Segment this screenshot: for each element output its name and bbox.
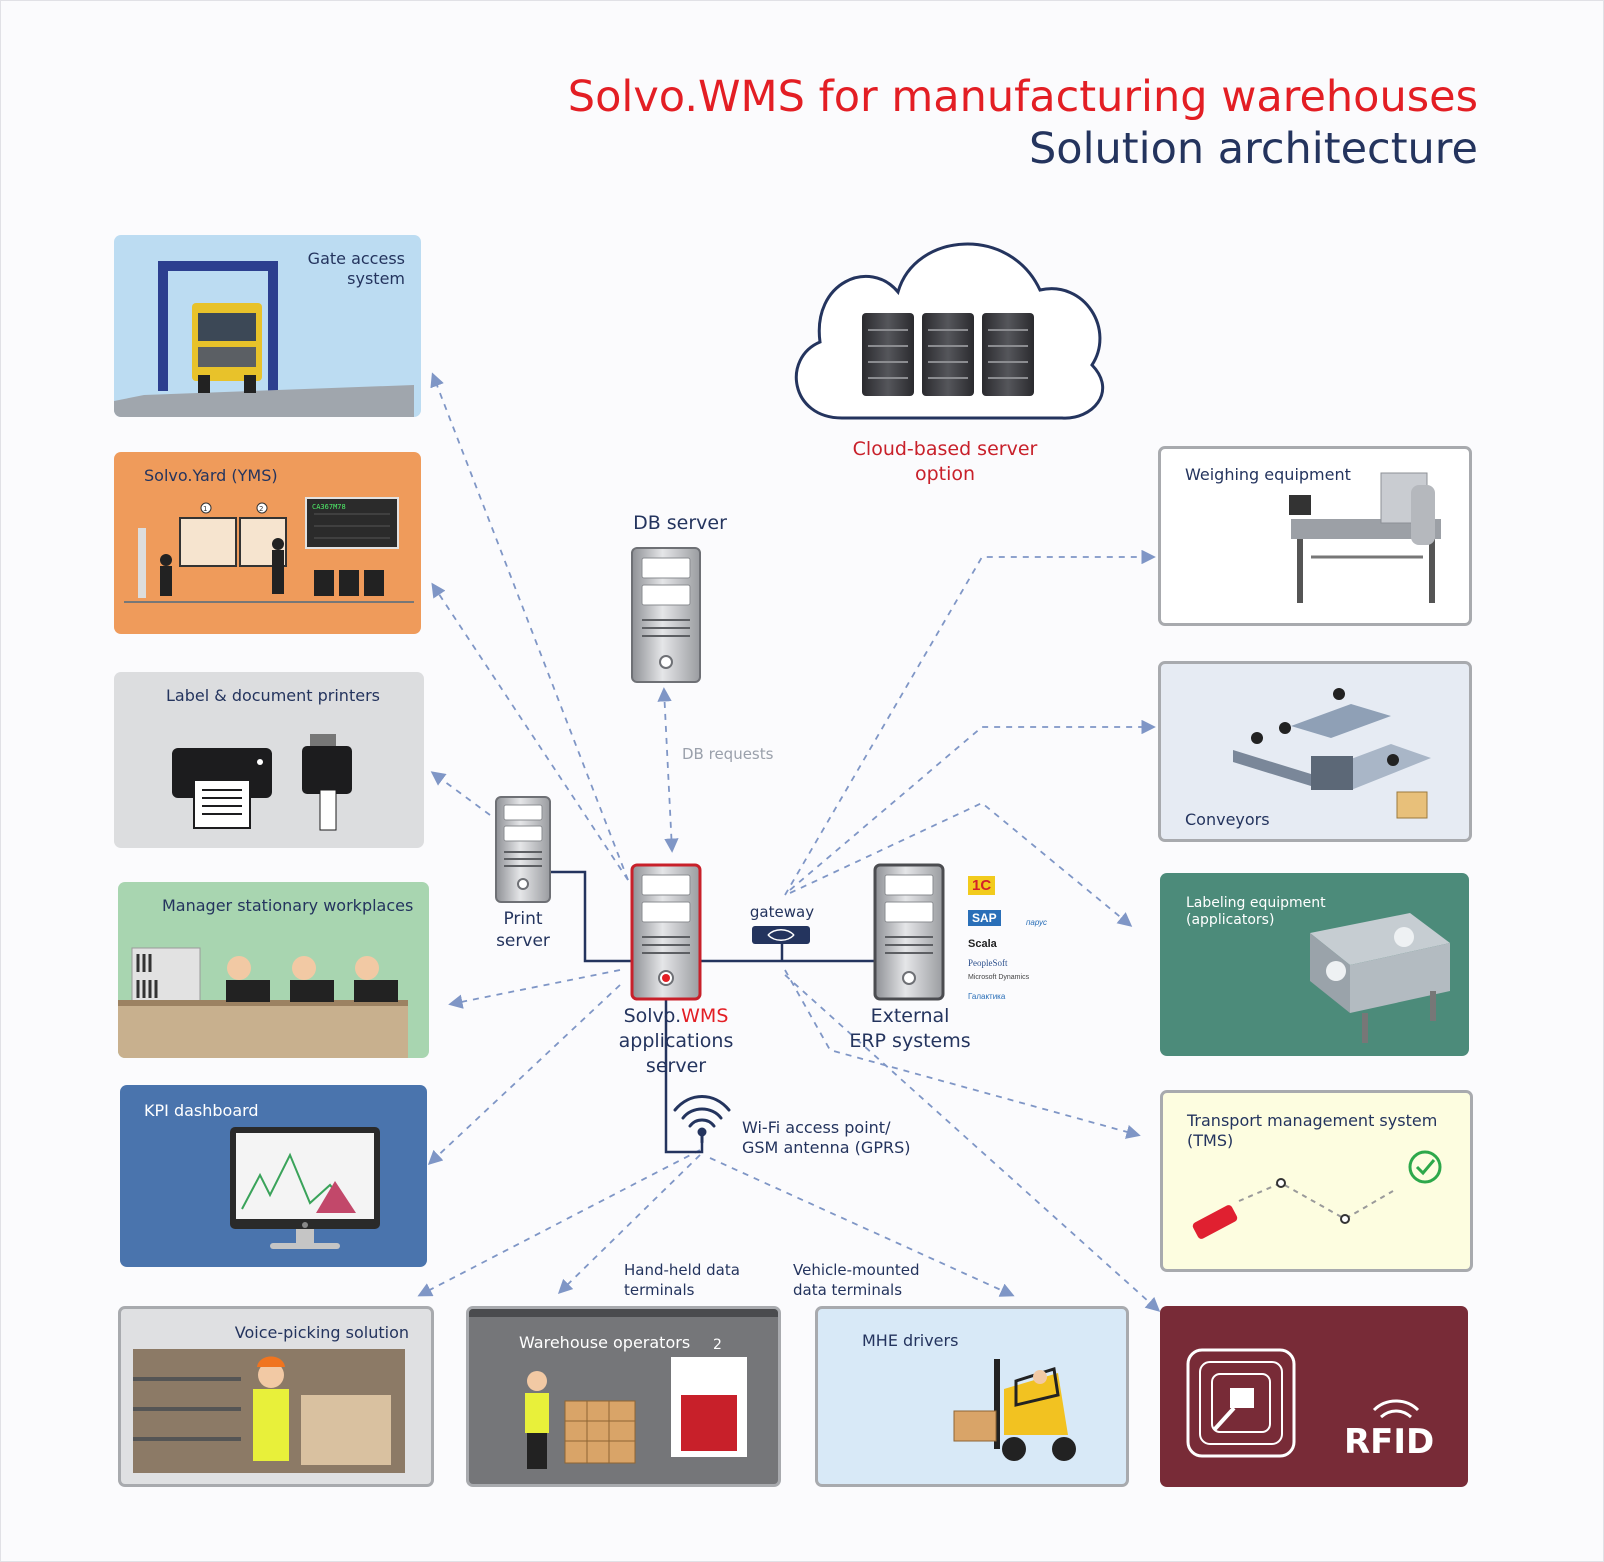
card-printers-label: Label & document printers	[166, 686, 380, 705]
erp-server-icon	[873, 863, 945, 1001]
card-mhe-drivers[interactable]: MHE drivers	[815, 1306, 1129, 1487]
card-kpi-dashboard-label: KPI dashboard	[144, 1101, 259, 1120]
link-labeling	[789, 801, 1133, 927]
card-voice-picking[interactable]: Voice-picking solution	[118, 1306, 434, 1487]
card-conveyors-label: Conveyors	[1185, 810, 1270, 829]
card-manager-workplaces[interactable]: Manager stationary workplaces	[118, 882, 429, 1058]
link-mhe	[709, 1157, 1015, 1297]
gateway-icon	[752, 926, 810, 944]
card-tms-label: Transport management system (TMS)	[1187, 1111, 1438, 1150]
app-server-label-brand: WMS	[681, 1005, 729, 1027]
card-tms[interactable]: Transport management system (TMS)	[1160, 1090, 1473, 1272]
card-labeling[interactable]: Labeling equipment (applicators)	[1160, 873, 1469, 1056]
labeling-machine-illustration	[1310, 913, 1450, 1043]
yard-window-2: 2	[259, 505, 263, 513]
app-server-label: Solvo.WMS applications server	[602, 1004, 750, 1079]
erp-systems-label: External ERP systems	[849, 1005, 971, 1052]
forklift-illustration	[953, 1359, 1076, 1461]
card-solvo-yard-label: Solvo.Yard (YMS)	[144, 466, 278, 485]
operators-badge: 2	[713, 1337, 722, 1353]
page-title: Solvo.WMS for manufacturing warehouses	[567, 72, 1478, 122]
card-labeling-label: Labeling equipment (applicators)	[1186, 895, 1326, 928]
card-warehouse-operators-label: Warehouse operators	[519, 1333, 691, 1352]
link-operators	[557, 1154, 701, 1295]
db-requests-label: DB requests	[682, 745, 774, 763]
app-server-icon	[630, 863, 702, 1001]
logo-microsoft-dynamics: Microsoft Dynamics	[968, 974, 1030, 981]
card-warehouse-operators[interactable]: Warehouse operators 2	[466, 1306, 781, 1487]
db-server-label: DB server	[633, 512, 727, 534]
app-server-label-prefix: Solvo.	[623, 1005, 682, 1027]
logo-galaktika: Галактика	[968, 992, 1006, 1001]
weighing-machine-illustration	[1289, 472, 1441, 603]
manager-office-illustration	[118, 947, 408, 1058]
card-solvo-yard[interactable]: Solvo.Yard (YMS) CA367M78 1 2	[114, 452, 421, 634]
card-rfid-label: RFID	[1344, 1422, 1435, 1462]
card-weighing[interactable]: Weighing equipment	[1158, 446, 1472, 626]
card-mhe-drivers-label: MHE drivers	[862, 1331, 959, 1350]
link-weighing	[784, 549, 1156, 896]
cloud-server-label: Cloud-based server option	[852, 438, 1038, 485]
printer-illustration	[172, 734, 352, 831]
warehouse-operators-illustration	[469, 1309, 778, 1469]
gateway-label: gateway	[749, 903, 815, 921]
yard-window-1: 1	[203, 505, 207, 513]
logo-parus: парус	[1026, 918, 1048, 927]
card-gate-access-label: Gate access system	[307, 249, 405, 288]
wifi-label: Wi-Fi access point/ GSM antenna (GPRS)	[742, 1118, 911, 1157]
card-manager-workplaces-label: Manager stationary workplaces	[162, 896, 414, 915]
logo-sap: SAP	[968, 910, 1001, 926]
rfid-tag-illustration	[1186, 1348, 1420, 1458]
wifi-antenna-icon	[673, 1095, 731, 1144]
tms-route-illustration	[1192, 1150, 1442, 1239]
yard-screen-plate: CA367M78	[312, 503, 346, 511]
voice-picking-illustration	[133, 1349, 405, 1473]
link-db	[657, 687, 679, 853]
vehicle-terminals-label: Vehicle-mounted data terminals	[793, 1261, 920, 1299]
link-manager	[448, 969, 621, 1009]
line-print-app	[550, 870, 632, 963]
print-server-label: Print server	[496, 909, 550, 951]
cloud-server-rack	[862, 313, 1034, 396]
conveyor-illustration	[1233, 688, 1431, 819]
link-conveyors	[789, 719, 1156, 891]
link-kpi	[427, 984, 621, 1165]
db-server-icon	[631, 547, 701, 683]
card-voice-picking-label: Voice-picking solution	[234, 1323, 409, 1342]
card-weighing-label: Weighing equipment	[1185, 465, 1351, 484]
logo-1c: 1С	[968, 876, 996, 895]
kpi-monitor-illustration	[230, 1127, 380, 1249]
link-printers	[430, 771, 491, 816]
yard-office-illustration: CA367M78 1 2	[124, 497, 414, 603]
erp-logos: 1С SAP Scala PeopleSoft Microsoft Dynami…	[968, 876, 1064, 1006]
page-subtitle: Solution architecture	[1028, 124, 1478, 174]
logo-scala: Scala	[968, 938, 997, 950]
truck-gate-illustration	[114, 261, 414, 417]
card-gate-access[interactable]: Gate access system	[114, 235, 421, 417]
logo-peoplesoft: PeopleSoft	[968, 958, 1008, 968]
card-printers[interactable]: Label & document printers	[114, 672, 424, 848]
card-conveyors[interactable]: Conveyors	[1158, 661, 1472, 842]
link-voice	[417, 1149, 701, 1297]
card-rfid[interactable]: RFID	[1160, 1306, 1468, 1487]
link-tms	[784, 969, 1141, 1139]
line-app-wifi	[664, 1000, 704, 1154]
card-kpi-dashboard[interactable]: KPI dashboard	[120, 1085, 427, 1267]
app-server-label-rest: applications server	[618, 1030, 734, 1077]
handheld-terminals-label: Hand-held data terminals	[624, 1261, 740, 1299]
print-server-icon	[495, 796, 551, 903]
